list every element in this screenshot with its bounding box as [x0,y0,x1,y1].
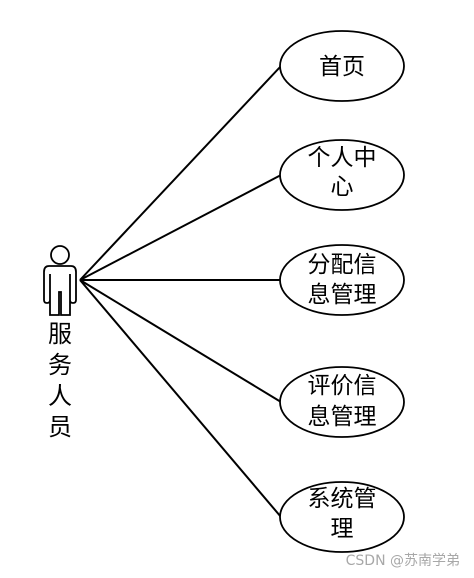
actor-figure-icon [43,245,77,316]
use-case-assign-info-mgmt-line-1: 分配信 [308,252,377,278]
association-review-info-mgmt [79,279,282,403]
use-case-system-mgmt-line-1: 系统管 [308,486,377,512]
use-case-review-info-mgmt-line-2: 息管理 [308,404,377,430]
actor-label-char-1: 服 [48,320,72,348]
actor-label-char-3: 人 [48,382,72,410]
use-case-home-label: 首页 [319,54,365,80]
use-case-personal-center-line-2: 心 [331,174,354,200]
use-case-personal-center: 个人中 心 [279,139,405,211]
use-case-system-mgmt: 系统管 理 [279,481,405,553]
actor-label-char-2: 务 [48,351,72,379]
association-system-mgmt [79,279,282,518]
association-home [79,65,282,281]
use-case-personal-center-line-1: 个人中 [308,145,377,171]
associations [79,65,282,518]
use-case-home: 首页 [279,30,405,102]
actor-label-char-4: 员 [48,413,72,441]
use-case-review-info-mgmt: 评价信 息管理 [279,366,405,438]
use-case-system-mgmt-line-2: 理 [331,516,354,542]
watermark-text: CSDN @苏南学弟 [345,553,460,569]
use-case-review-info-mgmt-line-1: 评价信 [308,373,377,399]
association-personal-center [79,174,282,281]
use-case-assign-info-mgmt: 分配信 息管理 [279,244,405,316]
use-case-assign-info-mgmt-line-2: 息管理 [308,282,377,308]
